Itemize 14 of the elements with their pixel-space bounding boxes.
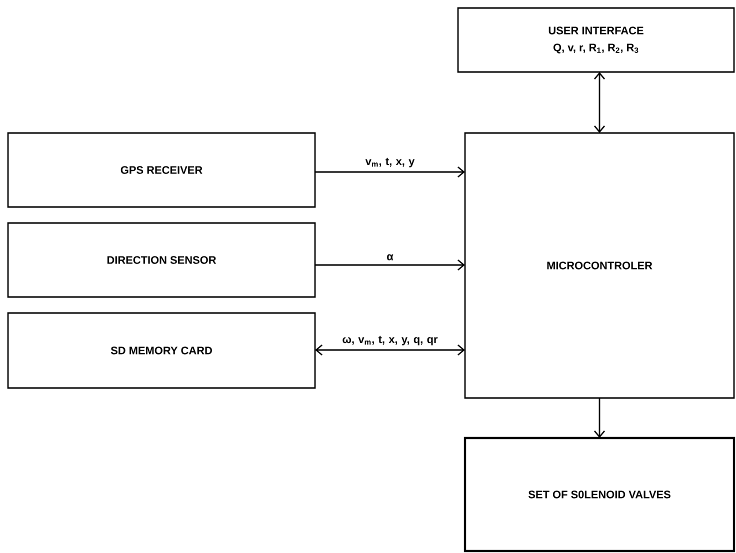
edge-label: v$_{m}$, t, x, y [365,158,415,168]
arrow [594,72,606,133]
arrow [315,344,465,356]
memory-card-box: SD MEMORY CARD [7,312,316,389]
controller-box: MICROCONTROLER [464,132,735,399]
arrow [594,398,606,438]
edge-label: ω, v$_{m}$, t, x, y, q, qr [342,336,438,346]
sensor-box: DIRECTION SENSOR [7,222,316,298]
arrow [315,259,465,271]
receiver-box: GPS RECEIVER [7,132,316,208]
edge-label: α [387,254,394,260]
valves-box: SET OF S0LENOID VALVES [464,436,736,552]
interface-box: USER INTERFACE Q, v, r, R$_{1}$, R$_{2}$, R$_{3}$ [457,7,735,73]
arrow [315,166,465,178]
